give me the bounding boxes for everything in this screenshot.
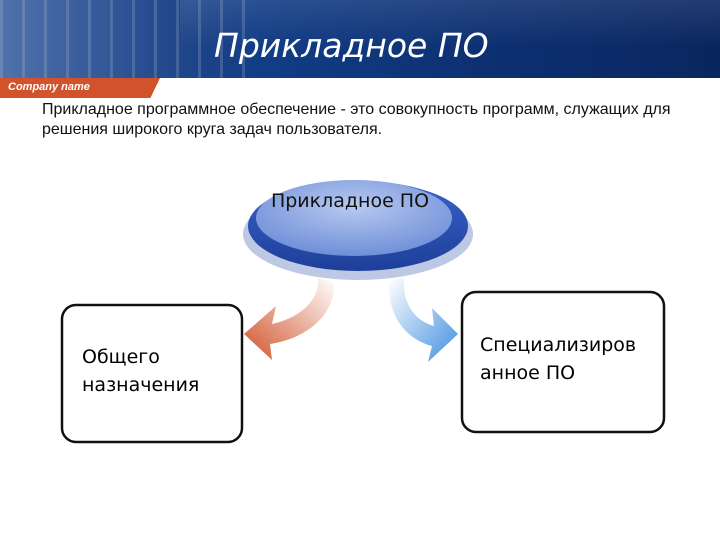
child-label-general: Общего назначения bbox=[82, 346, 200, 396]
slide-title: Прикладное ПО bbox=[214, 26, 489, 65]
child-label-specialized: Специализированное ПО bbox=[480, 334, 637, 384]
root-node-label: Прикладное ПО bbox=[270, 190, 430, 212]
header-decoration bbox=[0, 0, 260, 78]
definition-text: Прикладное программное обеспечение - это… bbox=[42, 101, 671, 138]
right-branch-arrow bbox=[389, 278, 458, 362]
company-name: Company name bbox=[8, 81, 90, 93]
child-box-general bbox=[60, 303, 244, 444]
company-name-bar: Company name bbox=[0, 78, 160, 98]
child-box-specialized bbox=[460, 290, 666, 434]
header-banner: Прикладное ПО bbox=[0, 0, 720, 78]
root-node bbox=[243, 180, 473, 280]
left-branch-arrow bbox=[244, 278, 335, 360]
